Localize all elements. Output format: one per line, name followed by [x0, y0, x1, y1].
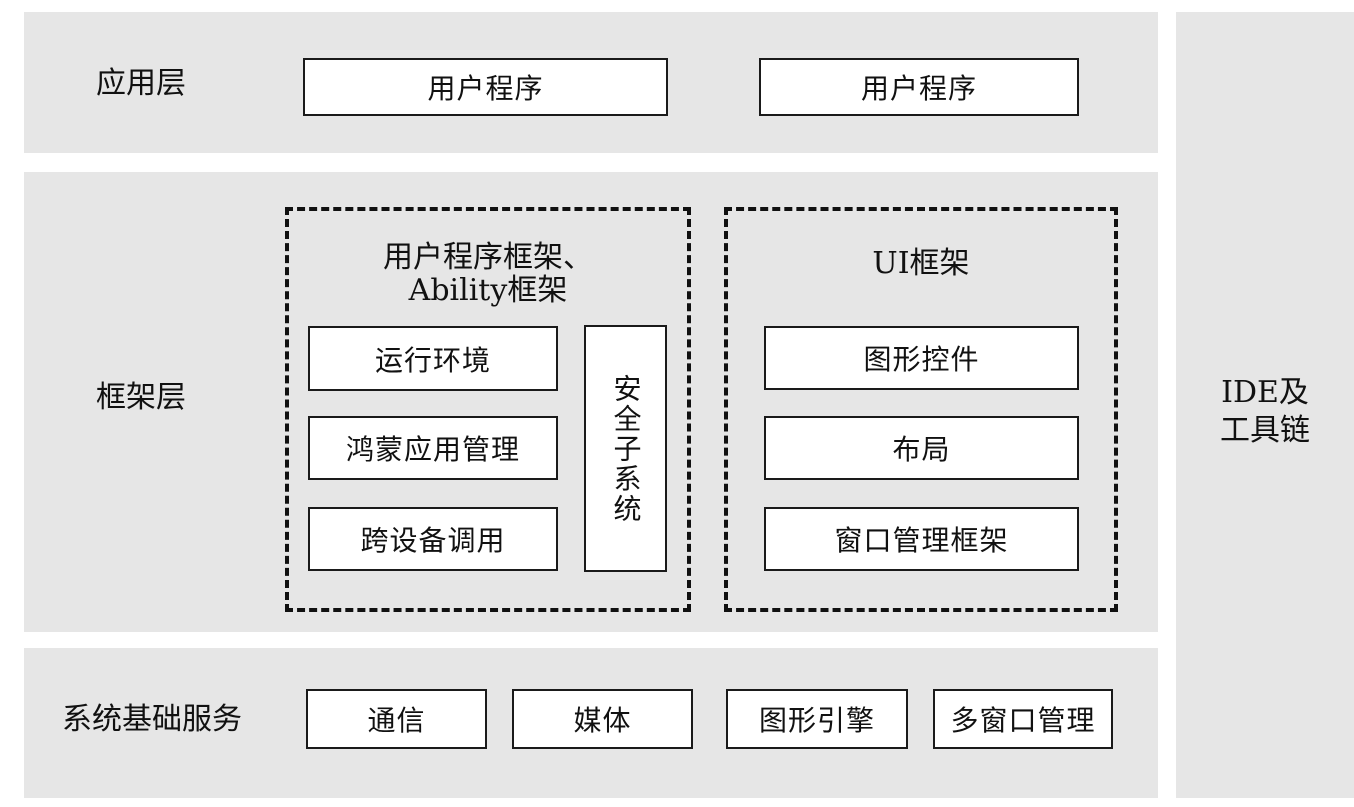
security-subsystem-label: 安全子系统 [609, 373, 643, 524]
cross-device-call-box: 跨设备调用 [308, 507, 558, 571]
communication-box: 通信 [306, 689, 487, 749]
tools-band [1176, 12, 1354, 798]
multi-window-mgmt-box: 多窗口管理 [933, 689, 1113, 749]
app-layer-label: 应用层 [96, 66, 186, 101]
ide-toolchain-label: IDE及 工具链 [1176, 374, 1354, 450]
user-program-box-2: 用户程序 [759, 58, 1079, 116]
system-layer-label: 系统基础服务 [62, 702, 242, 737]
runtime-env-box: 运行环境 [308, 326, 558, 391]
graphics-engine-box: 图形引擎 [726, 689, 908, 749]
media-box: 媒体 [512, 689, 693, 749]
framework-layer-label: 框架层 [96, 380, 186, 415]
ability-framework-title-line1: 用户程序框架、 [383, 240, 593, 275]
user-program-box-1: 用户程序 [303, 58, 668, 116]
graphic-controls-box: 图形控件 [764, 326, 1079, 390]
layout-box: 布局 [764, 416, 1079, 480]
window-mgmt-framework-box: 窗口管理框架 [764, 507, 1079, 571]
ability-framework-group [285, 207, 691, 612]
ide-toolchain-line2: 工具链 [1220, 413, 1310, 448]
hongmeng-app-mgmt-box: 鸿蒙应用管理 [308, 416, 558, 480]
ui-framework-group [724, 207, 1118, 612]
ui-framework-title: UI框架 [872, 246, 970, 281]
ability-framework-title-line2: Ability框架 [408, 273, 568, 308]
ide-toolchain-line1: IDE及 [1221, 375, 1309, 410]
security-subsystem-box: 安全子系统 [584, 325, 667, 572]
